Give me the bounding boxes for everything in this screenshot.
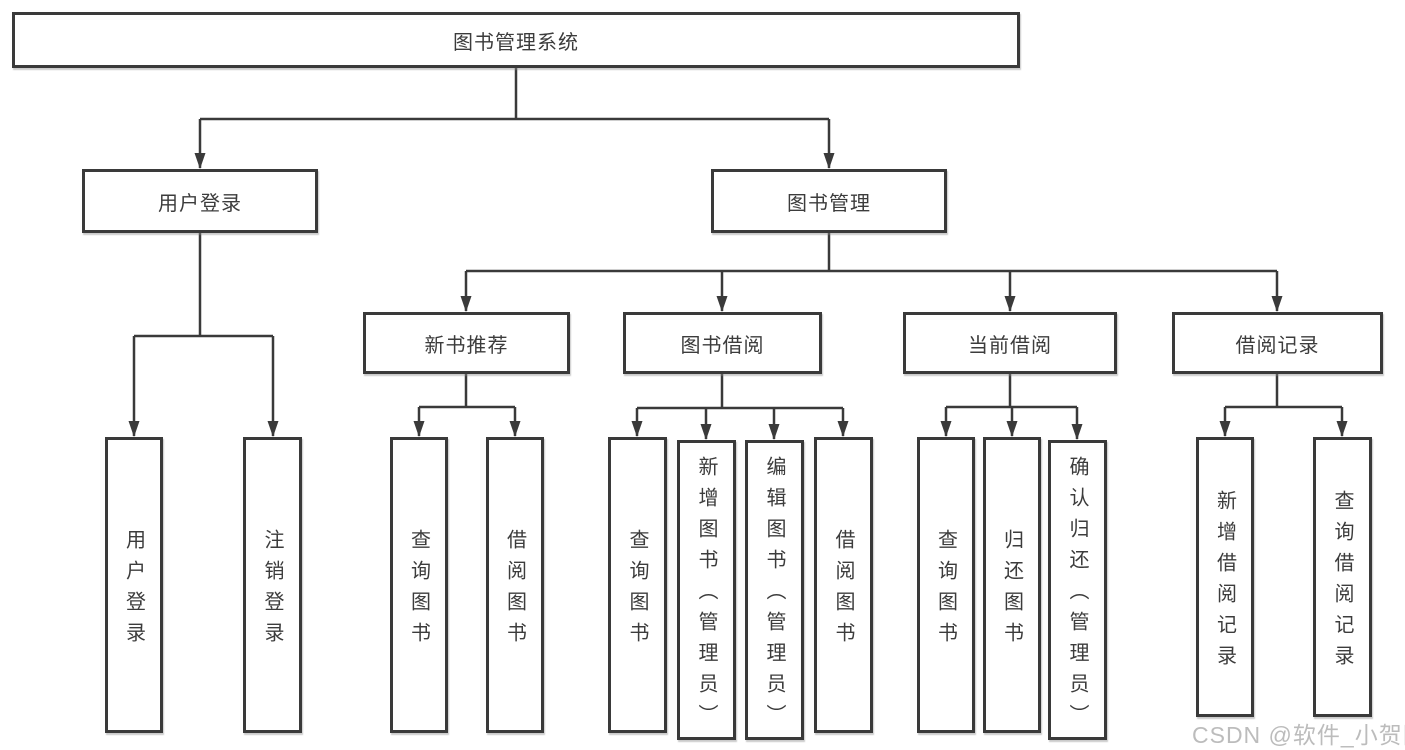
- csdn-watermark: CSDN @软件_小贺同学: [1192, 722, 1405, 748]
- node-user-login-label: 用户登录: [158, 192, 242, 215]
- leaf-query-books-recommend: 查询图书: [390, 437, 448, 733]
- leaf-query-books-current: 查询图书: [917, 437, 975, 733]
- leaf-confirm-return-admin-label: 确认归还（管理员）: [1066, 456, 1088, 735]
- leaf-return-books: 归还图书: [983, 437, 1041, 733]
- leaf-query-books-recommend-label: 查询图书: [407, 528, 430, 653]
- leaf-logout: 注销登录: [243, 437, 302, 733]
- leaf-query-books-current-label: 查询图书: [934, 528, 957, 653]
- node-user-login: 用户登录: [82, 169, 318, 233]
- leaf-query-books-borrowing: 查询图书: [608, 437, 667, 733]
- node-borrow-records: 借阅记录: [1172, 312, 1383, 374]
- leaf-return-books-label: 归还图书: [1000, 528, 1023, 653]
- node-root-library-management-system: 图书管理系统: [12, 12, 1020, 68]
- leaf-borrow-books-borrowing-label: 借阅图书: [832, 528, 854, 653]
- leaf-add-borrow-record-label: 新增借阅记录: [1213, 489, 1236, 676]
- node-current-borrowing-label: 当前借阅: [968, 334, 1052, 357]
- node-book-management: 图书管理: [711, 169, 947, 233]
- leaf-query-borrow-record-label: 查询借阅记录: [1331, 489, 1353, 676]
- leaf-borrow-books-borrowing: 借阅图书: [814, 437, 873, 733]
- node-new-book-recommend: 新书推荐: [363, 312, 570, 374]
- leaf-user-login: 用户登录: [105, 437, 163, 733]
- leaf-query-borrow-record: 查询借阅记录: [1313, 437, 1372, 717]
- leaf-borrow-books-recommend: 借阅图书: [486, 437, 544, 733]
- node-new-book-recommend-label: 新书推荐: [424, 334, 509, 357]
- leaf-borrow-books-recommend-label: 借阅图书: [503, 528, 526, 653]
- leaf-query-books-borrowing-label: 查询图书: [626, 528, 648, 653]
- node-book-borrowing-label: 图书借阅: [680, 334, 765, 357]
- leaf-add-books-admin: 新增图书（管理员）: [677, 440, 736, 740]
- leaf-logout-label: 注销登录: [261, 528, 283, 653]
- node-borrow-records-label: 借阅记录: [1235, 334, 1320, 357]
- leaf-edit-books-admin: 编辑图书（管理员）: [745, 440, 804, 740]
- node-current-borrowing: 当前借阅: [903, 312, 1117, 374]
- leaf-user-login-label: 用户登录: [122, 528, 145, 653]
- node-root-label: 图书管理系统: [453, 31, 579, 54]
- leaf-add-books-admin-label: 新增图书（管理员）: [695, 456, 717, 735]
- node-book-borrowing: 图书借阅: [623, 312, 822, 374]
- node-book-management-label: 图书管理: [787, 192, 871, 215]
- leaf-add-borrow-record: 新增借阅记录: [1196, 437, 1254, 717]
- leaf-edit-books-admin-label: 编辑图书（管理员）: [763, 456, 785, 735]
- leaf-confirm-return-admin: 确认归还（管理员）: [1048, 440, 1107, 740]
